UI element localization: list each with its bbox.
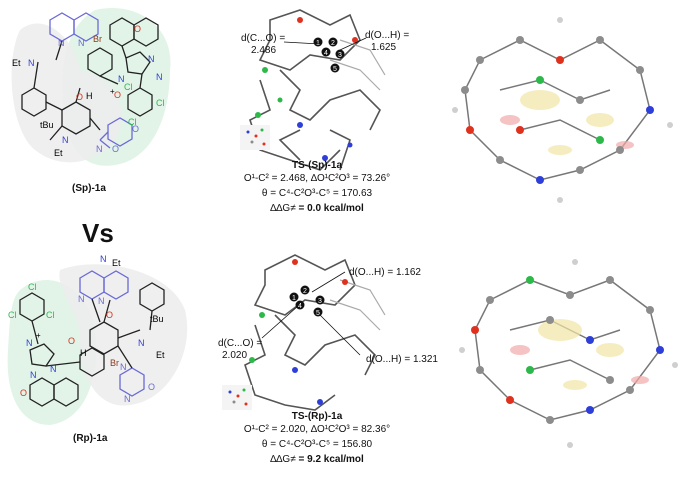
top-mol-label: H [86, 91, 93, 101]
bottom-mol-label: N [100, 254, 107, 264]
top-mol-label: Et [54, 148, 63, 158]
top-ts-name: TS-(Sp)-1a [292, 160, 342, 171]
top-mol-label: O [134, 24, 141, 34]
bottom-mol-label: O [68, 336, 75, 346]
bottom-mol-label: Br [110, 358, 119, 368]
bottom-doh2-label: d(O...H) = 1.321 [366, 354, 438, 365]
bottom-doh1-label: d(O...H) = 1.162 [349, 267, 421, 278]
bottom-mol-label: O [20, 388, 27, 398]
bottom-mol-label: Et [112, 258, 121, 268]
top-mol-label: Cl [156, 98, 165, 108]
top-ts-atom-number: 5 [333, 66, 337, 73]
top-mol-label: Br [93, 34, 102, 44]
top-ts-atom-number: 2 [331, 40, 335, 47]
bottom-mol-label: N [26, 338, 33, 348]
bottom-mol-label: O [106, 310, 113, 320]
top-mol-label: Cl [128, 117, 137, 127]
top-mol-label: O [76, 92, 83, 102]
bottom-mol-label: Cl [8, 310, 17, 320]
top-mol-label: N [58, 38, 65, 48]
top-mol-label: tBu [40, 120, 54, 130]
top-mol-label: N [78, 38, 85, 48]
bottom-mol-label: O [148, 382, 155, 392]
bottom-mol-label: Et [156, 350, 165, 360]
bottom-mol-label: tBu [150, 314, 164, 324]
bottom-ts-inset [222, 385, 252, 410]
bottom-mol-label: H [80, 348, 87, 358]
top-mol-label: O [114, 90, 121, 100]
top-ts-line2: θ = C⁴-C²O³-C⁵ = 170.63 [261, 188, 373, 199]
top-mol-label: O [132, 124, 139, 134]
bottom-ts-name: TS-(Rp)-1a [291, 411, 343, 422]
bottom-ts-atom-number: 4 [298, 303, 302, 310]
top-molecule-atoms: Et N N N O H O Br N N N Cl Cl Cl tBu N E… [12, 24, 165, 158]
top-mol-label: Cl [124, 82, 133, 92]
bottom-mol-label: Cl [28, 282, 37, 292]
bottom-energy-prefix: ∆∆G≠ [270, 454, 296, 465]
bottom-mol-label: N [30, 370, 37, 380]
top-mol-label: N [118, 74, 125, 84]
top-energy-prefix: ∆∆G≠ [270, 203, 296, 214]
top-mol-label: N [62, 135, 69, 145]
bottom-energy: ∆∆G≠ = 9.2 kcal/mol [222, 454, 412, 465]
bottom-ts-line1: O¹-C² = 2.020, ∆O¹C²O³ = 82.36° [243, 424, 391, 435]
bottom-mol-label: N [98, 296, 105, 306]
top-doh-label: d(O...H) = [365, 30, 410, 41]
bottom-ts-atom-number: 5 [316, 310, 320, 317]
vs-label: Vs [82, 218, 114, 248]
top-doh-value: 1.625 [371, 42, 397, 53]
bottom-energy-value: = 9.2 kcal/mol [298, 454, 364, 465]
bottom-ts-atom-number: 1 [292, 295, 296, 302]
bottom-ts-atom-number: 3 [318, 298, 322, 305]
bottom-mol-label: + [36, 331, 41, 340]
top-ts-atoms [255, 17, 358, 161]
bottom-ts-line2: θ = C⁴-C²O³-C⁵ = 156.80 [261, 439, 373, 450]
top-mol-label: N [28, 58, 35, 68]
bottom-mol-label: N [50, 364, 57, 374]
bottom-molecule-atoms: Et N N N Cl Cl Cl N N N O H O tBu N Et O… [8, 254, 165, 404]
top-ts-inset [240, 125, 270, 150]
top-mol-label: N [148, 54, 155, 64]
bottom-compound-label: (Rp)-1a [73, 433, 108, 444]
top-mol-label: N [156, 72, 163, 82]
bottom-dco-label: d(C...O) = [218, 338, 263, 349]
top-dco-label: d(C...O) = [241, 33, 286, 44]
top-dco-value: 2.486 [251, 45, 277, 56]
bottom-molecule-bonds [19, 270, 165, 407]
top-mol-label: N [96, 144, 103, 154]
bottom-mol-label: Cl [46, 310, 55, 320]
top-energy-value: = 0.0 kcal/mol [298, 203, 364, 214]
top-ts-line1: O¹-C² = 2.468, ∆O¹C²O³ = 73.26° [243, 173, 391, 184]
top-ts-atom-number: 4 [324, 50, 328, 57]
top-mol-label: O [112, 144, 119, 154]
bottom-dco-value: 2.020 [222, 350, 248, 361]
top-mol-label: Et [12, 58, 21, 68]
top-compound-label: (Sp)-1a [72, 183, 106, 194]
bottom-mol-label: N [120, 362, 127, 372]
bottom-mol-label: N [138, 338, 145, 348]
bottom-mol-label: N [78, 294, 85, 304]
bottom-mol-label: N [124, 394, 131, 404]
top-molecule-bonds [21, 12, 159, 149]
top-energy: ∆∆G≠ = 0.0 kcal/mol [222, 203, 412, 214]
top-mol-label: + [110, 87, 115, 96]
top-ts-atom-number: 3 [338, 52, 342, 59]
bottom-ts-numbered-atoms: 1 2 3 4 5 [289, 285, 325, 317]
bottom-ts-atom-number: 2 [303, 288, 307, 295]
